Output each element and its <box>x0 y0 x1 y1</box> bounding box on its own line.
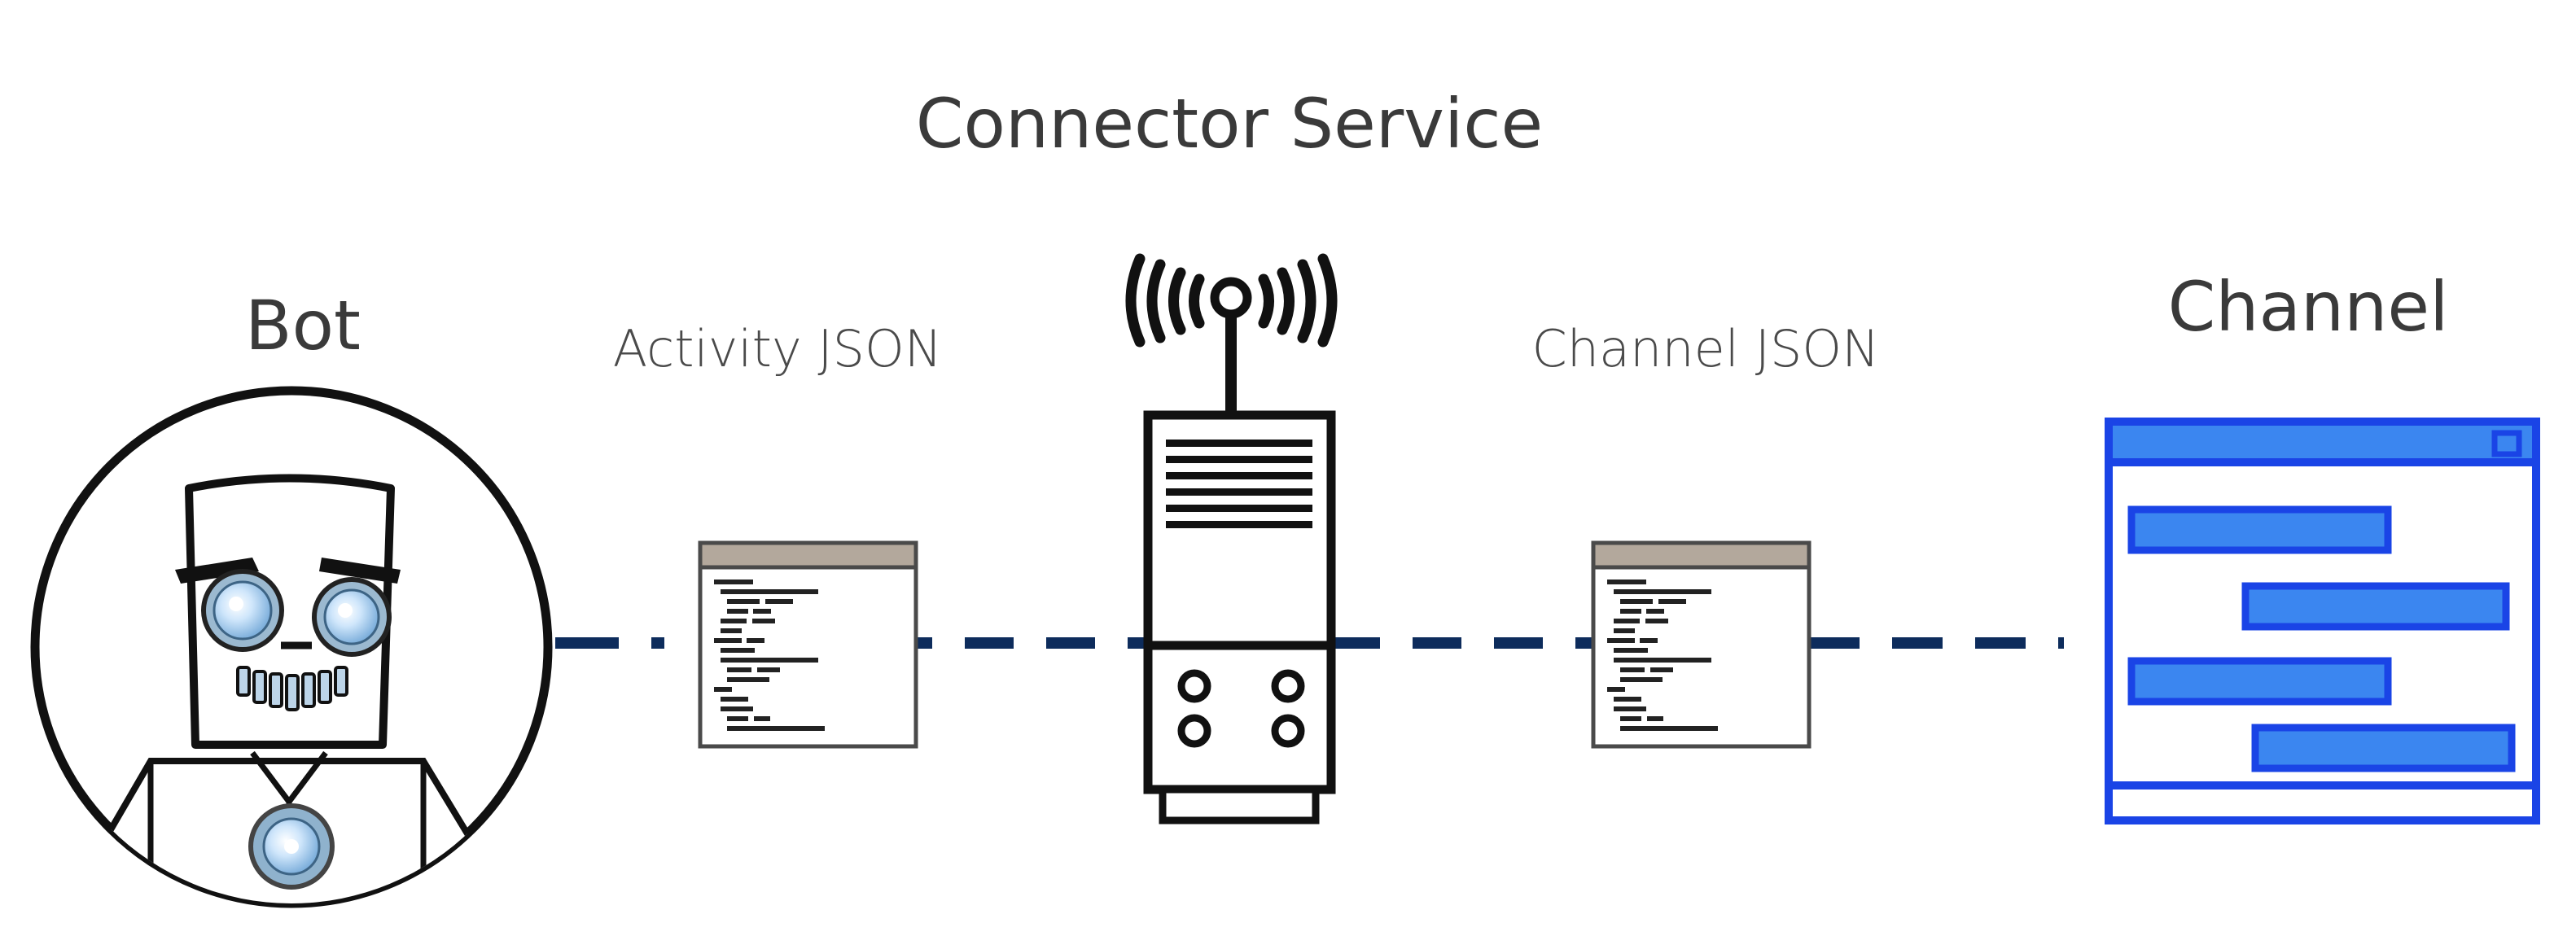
connector-service-label: Connector Service <box>915 84 1544 164</box>
channel-json-label: Channel JSON <box>1531 319 1880 378</box>
channel-label: Channel <box>2167 267 2449 347</box>
activity-json-document-icon <box>698 540 918 749</box>
channel-json-document-icon <box>1591 540 1812 749</box>
robot-icon <box>30 386 553 908</box>
bot-label: Bot <box>245 286 361 365</box>
activity-json-label: Activity JSON <box>612 319 943 378</box>
chat-window-icon <box>2105 418 2540 824</box>
radio-tower-icon <box>1125 253 1338 824</box>
